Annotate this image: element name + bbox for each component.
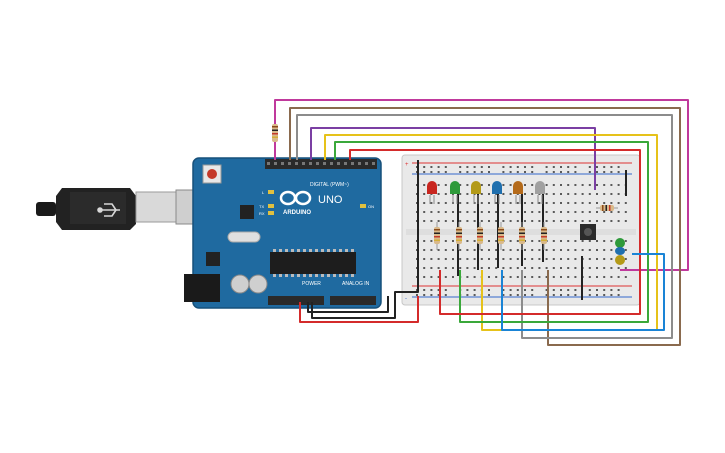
led-white xyxy=(535,181,545,204)
usb-chip xyxy=(240,205,254,219)
resistor-2 xyxy=(456,222,462,250)
resistor-6 xyxy=(541,222,547,250)
rail-minus-bottom: - xyxy=(405,296,407,302)
resistor-5 xyxy=(519,222,525,250)
resistor-4 xyxy=(498,222,504,250)
analog-label: ANALOG IN xyxy=(342,281,370,287)
arduino-board: ARDUINO UNO DIGITAL (PWM~) L TX RX ON PO… xyxy=(184,157,382,309)
resistor-pin13 xyxy=(272,124,278,142)
led-orange xyxy=(513,181,523,204)
model-text: UNO xyxy=(318,194,343,206)
analog-header xyxy=(330,296,376,305)
wire-brown xyxy=(289,107,681,346)
digital-label: DIGITAL (PWM~) xyxy=(310,182,349,188)
rx-label: RX xyxy=(259,211,265,216)
led-yellow xyxy=(471,181,481,204)
led-red xyxy=(427,181,437,204)
wires xyxy=(274,99,689,346)
digital-header xyxy=(265,159,377,169)
components xyxy=(272,124,625,265)
on-label: ON xyxy=(368,204,374,209)
reset-button[interactable] xyxy=(207,169,217,179)
led-green xyxy=(450,181,460,204)
logo-text: ARDUINO xyxy=(283,210,311,216)
power-label: POWER xyxy=(302,281,321,287)
power-header xyxy=(268,296,324,305)
resistor-3 xyxy=(477,222,483,250)
power-jack xyxy=(184,274,220,302)
led-blue xyxy=(492,181,502,204)
wire-gray xyxy=(296,114,673,339)
wire-black-gnd2 xyxy=(307,296,389,313)
rail-plus-top: + xyxy=(405,162,409,168)
arduino-logo: ARDUINO UNO xyxy=(279,190,343,216)
resistor-pullup xyxy=(596,205,618,211)
wire-magenta xyxy=(274,99,689,271)
wire-purple xyxy=(310,127,596,190)
usb-cable xyxy=(36,188,203,230)
tx-label: TX xyxy=(259,204,264,209)
resistor-1 xyxy=(434,222,440,250)
l-led-label: L xyxy=(262,190,265,195)
pushbutton[interactable] xyxy=(580,224,596,240)
crystal xyxy=(227,231,261,243)
wire-yellow xyxy=(324,134,658,331)
wire-red-power xyxy=(299,296,419,323)
wire-blue xyxy=(501,253,665,331)
atmega-chip xyxy=(270,252,356,274)
wire-red xyxy=(349,149,641,315)
status-leds xyxy=(615,238,625,265)
